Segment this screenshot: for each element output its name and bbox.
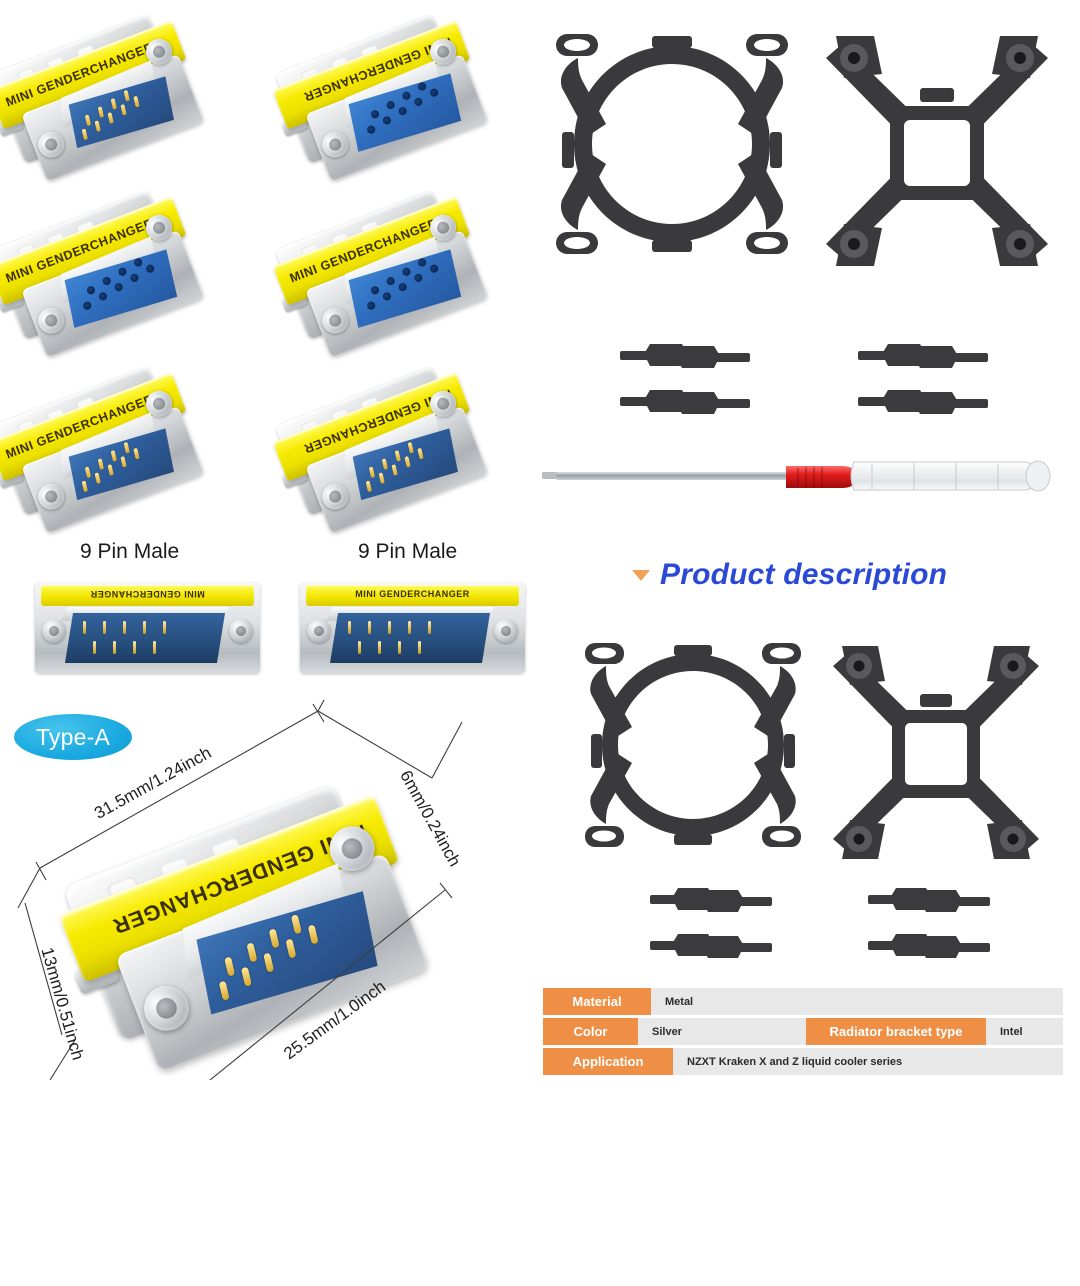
product-description-title: Product description: [660, 558, 948, 591]
connector-label-band: MINI GENDERCHANGER: [41, 585, 254, 606]
standoff-group-top: [620, 344, 988, 414]
screw-post: [494, 619, 518, 643]
spec-table: Material Metal Color Silver Radiator bra…: [543, 988, 1063, 1075]
spec-key-color: Color: [543, 1018, 638, 1045]
triangle-down-icon: [632, 569, 650, 581]
connector-iso-4: MINI GENDERCHANGER: [272, 182, 512, 358]
type-a-badge-label: Type-A: [35, 723, 111, 750]
spec-row-material: Material Metal: [543, 988, 1063, 1015]
spec-value-color: Silver: [652, 1025, 682, 1038]
connector-label-band: MINI GENDERCHANGER: [306, 585, 519, 606]
dimension-overlay: [17, 700, 463, 1080]
pin-label-right: 9 Pin Male: [358, 540, 458, 563]
round-fan-bracket-top: [556, 34, 788, 254]
connector-front-right: MINI GENDERCHANGER: [300, 583, 525, 673]
flathead-screwdriver: [542, 460, 1051, 492]
connector-band-text: MINI GENDERCHANGER: [355, 589, 470, 599]
standoff-group-bottom: [650, 888, 990, 958]
round-fan-bracket-bottom: [585, 643, 801, 847]
spec-key-application: Application: [543, 1048, 673, 1075]
spec-key-material: Material: [543, 988, 651, 1015]
screw-post: [42, 619, 66, 643]
spec-value-material: Metal: [665, 995, 694, 1008]
spec-value-application: NZXT Kraken X and Z liquid cooler series: [687, 1055, 903, 1068]
intel-backplate-bracket-top: [826, 36, 1048, 266]
spec-row-application: Application NZXT Kraken X and Z liquid c…: [543, 1048, 1063, 1075]
connector-front-left: MINI GENDERCHANGER: [35, 583, 260, 673]
connector-iso-6: MINI GENDERCHANGER: [272, 358, 512, 534]
spec-row-color: Color Silver Radiator bracket type Intel: [543, 1018, 1063, 1045]
connector-band-text: MINI GENDERCHANGER: [90, 589, 205, 599]
type-a-badge: Type-A: [14, 714, 132, 760]
connector-iso-5: MINI GENDERCHANGER: [0, 358, 228, 534]
screw-post: [229, 619, 253, 643]
spec-key-radiator-bracket-type: Radiator bracket type: [806, 1018, 986, 1045]
pin-label-left: 9 Pin Male: [80, 540, 180, 563]
product-description-heading: Product description: [632, 558, 947, 592]
product-image-canvas: MINI GENDERCHANGER: [0, 0, 1080, 1080]
connector-iso-1: MINI GENDERCHANGER: [0, 6, 228, 182]
spec-value-radiator-bracket-type: Intel: [1000, 1025, 1023, 1038]
connector-iso-2: MINI GENDERCHANGER: [272, 6, 512, 182]
intel-backplate-bracket-bottom: [833, 646, 1039, 859]
connector-iso-3: MINI GENDERCHANGER: [0, 182, 228, 358]
screw-post: [307, 619, 331, 643]
